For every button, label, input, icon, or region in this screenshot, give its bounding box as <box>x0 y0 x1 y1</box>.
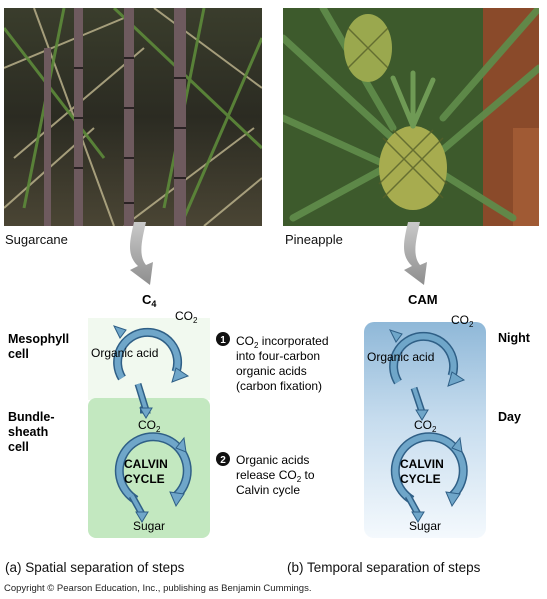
c4-calvin-label: CALVIN CYCLE <box>124 457 171 486</box>
cam-co2-input: CO2 <box>451 313 474 329</box>
pineapple-photo <box>283 8 539 226</box>
step-2-badge <box>216 452 230 466</box>
copyright-notice: Copyright © Pearson Education, Inc., pub… <box>4 583 312 594</box>
cam-heading: CAM <box>408 292 438 307</box>
step-1-text: CO2 incorporated into four-carbon organi… <box>236 334 332 393</box>
step-1-badge <box>216 332 230 346</box>
pineapple-caption: Pineapple <box>285 232 343 247</box>
pineapple-pointer-arrow <box>404 222 427 285</box>
mesophyll-label: Mesophyll cell <box>8 332 73 361</box>
cam-calvin-cycle <box>390 432 468 523</box>
c4-heading: C4 <box>142 292 156 309</box>
sugarcane-caption: Sugarcane <box>5 232 68 247</box>
cam-calvin-label: CALVIN CYCLE <box>400 457 447 486</box>
c4-co2-released: CO2 <box>138 418 161 434</box>
day-label: Day <box>498 410 521 424</box>
cam-co2-released: CO2 <box>414 418 437 434</box>
bundle-sheath-region <box>88 398 210 538</box>
bundle-sheath-label: Bundle- sheath cell <box>8 410 58 454</box>
step-1-number: 1 <box>220 335 226 346</box>
cam-fixation-cycle <box>389 329 466 421</box>
sugarcane-pointer-arrow <box>130 222 153 285</box>
c4-calvin-cycle <box>114 432 192 523</box>
cam-sugar: Sugar <box>409 519 441 533</box>
sugarcane-photo <box>4 8 262 226</box>
c4-co2-input: CO2 <box>175 309 198 325</box>
c4-caption: (a) Spatial separation of steps <box>5 560 185 575</box>
step-2-number: 2 <box>220 455 226 466</box>
cam-caption: (b) Temporal separation of steps <box>287 560 481 575</box>
c4-organic-acid: Organic acid <box>91 346 158 360</box>
cam-organic-acid: Organic acid <box>367 350 434 364</box>
step-2-text: Organic acids release CO2 to Calvin cycl… <box>236 453 318 497</box>
c4-sugar: Sugar <box>133 519 165 533</box>
night-label: Night <box>498 331 531 345</box>
c4-fixation-cycle <box>113 325 190 419</box>
